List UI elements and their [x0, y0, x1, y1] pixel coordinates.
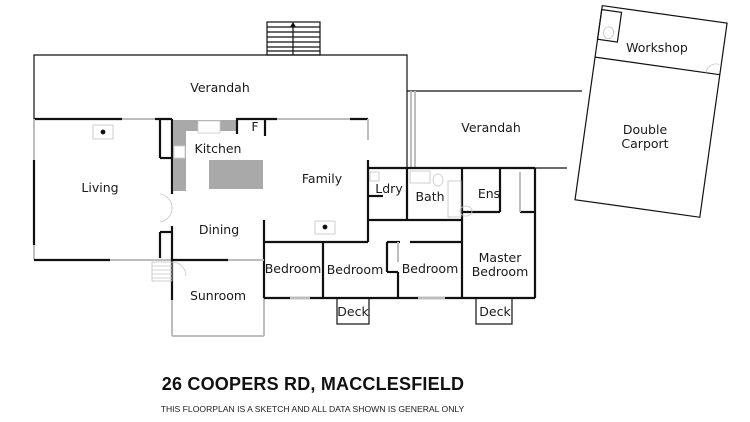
fireplace-icon: [100, 129, 106, 135]
label-living: Living: [81, 180, 118, 195]
label-workshop: Workshop: [626, 40, 688, 55]
living-room: [32, 117, 174, 262]
stairs-up-arrow-icon: [290, 22, 296, 27]
label-carport-line2: Carport: [621, 136, 668, 151]
label-master-line1: Master: [479, 250, 523, 265]
label-master-line2: Bedroom: [472, 264, 529, 279]
label-bedroom-2: Bedroom: [327, 262, 384, 277]
label-fridge: F: [251, 119, 258, 134]
label-bedroom-1: Bedroom: [265, 261, 322, 276]
cooktop-icon: [173, 145, 186, 159]
disclaimer-text: THIS FLOORPLAN IS A SKETCH AND ALL DATA …: [160, 404, 465, 414]
sink-icon: [197, 120, 221, 134]
label-verandah-side: Verandah: [461, 120, 521, 135]
wet-areas: [368, 166, 537, 298]
label-bedroom-3: Bedroom: [402, 261, 459, 276]
decks: [336, 297, 513, 325]
label-ensuite: Ens: [478, 186, 500, 201]
label-family: Family: [302, 171, 343, 186]
sunroom: [151, 260, 265, 337]
label-bath: Bath: [415, 189, 444, 204]
label-laundry: Ldry: [375, 181, 403, 196]
kitchen-island: [209, 160, 263, 189]
verandah-main: [33, 54, 408, 168]
label-carport-line1: Double: [623, 122, 668, 137]
label-deck-1: Deck: [337, 304, 369, 319]
address-title: 26 COOPERS RD, MACCLESFIELD: [161, 374, 465, 394]
heater-icon: [322, 224, 328, 230]
label-verandah-main: Verandah: [190, 80, 250, 95]
stairs-top: [266, 21, 321, 56]
label-deck-2: Deck: [479, 304, 511, 319]
kitchen: [173, 117, 277, 191]
label-kitchen: Kitchen: [195, 141, 242, 156]
family-dining: [172, 117, 370, 298]
carport-workshop: [574, 4, 728, 218]
toilet-icon-ens: [459, 205, 473, 217]
toilet-icon: [432, 173, 444, 187]
label-sunroom: Sunroom: [190, 288, 246, 303]
verandah-side: [407, 90, 582, 169]
label-dining: Dining: [199, 222, 239, 237]
bathtub-icon: [447, 180, 462, 218]
